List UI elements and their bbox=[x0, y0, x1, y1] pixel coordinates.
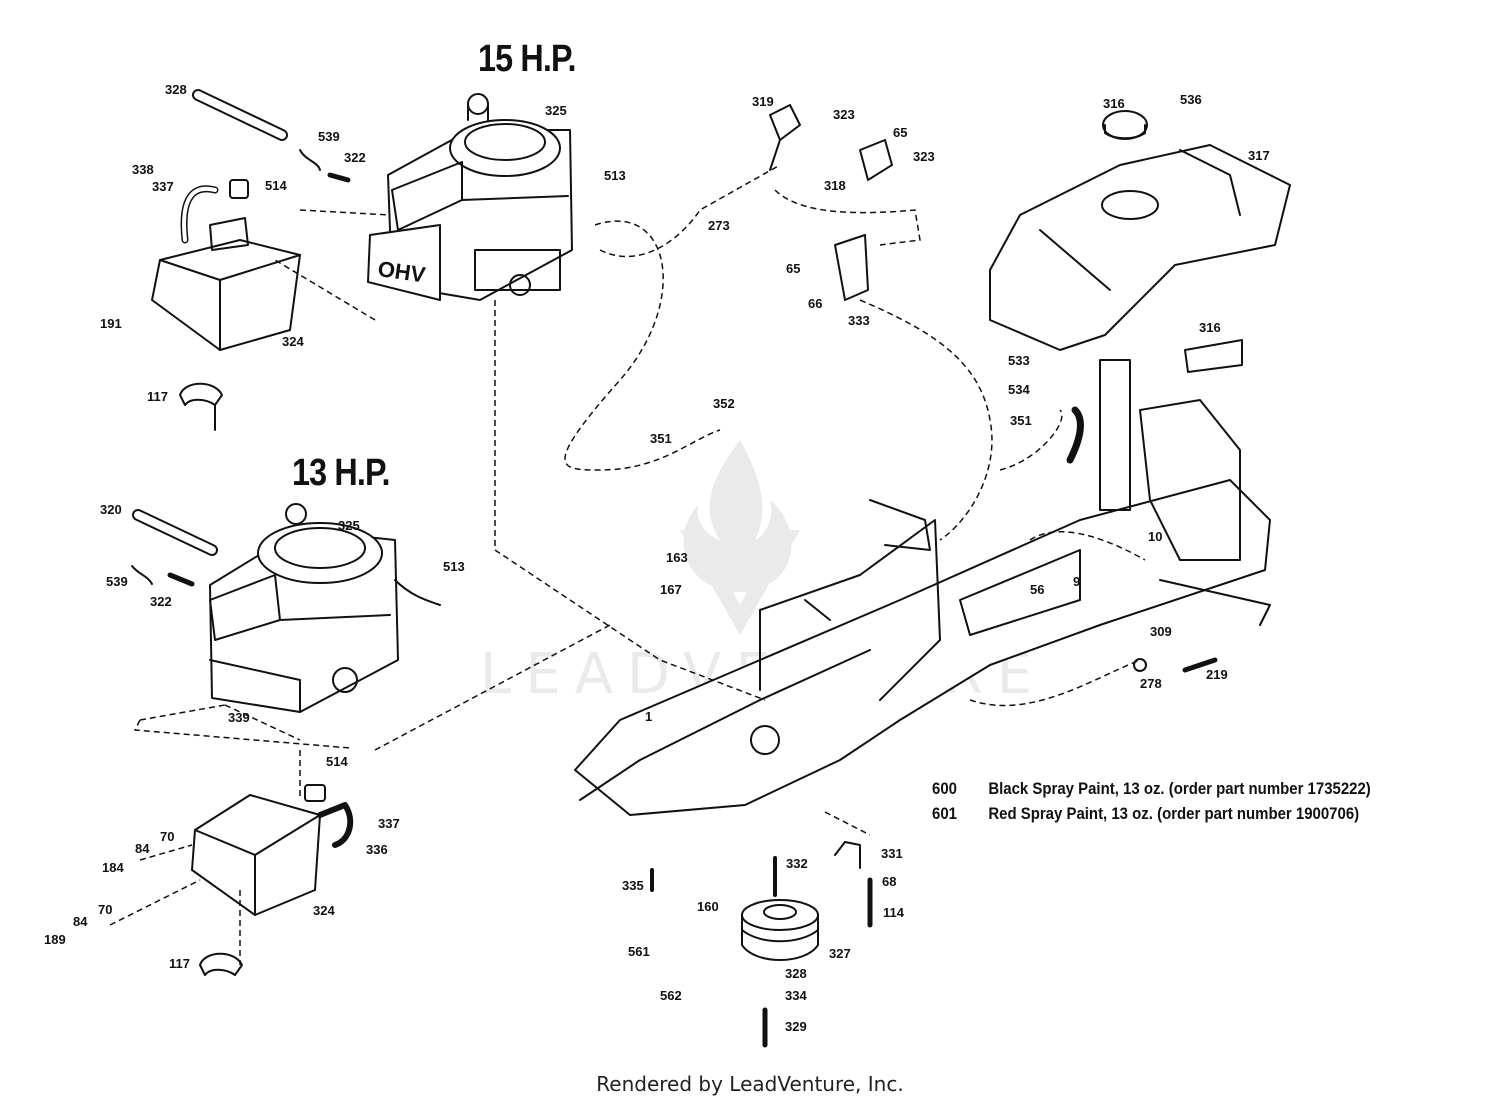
callout-117: 117 bbox=[147, 389, 168, 404]
callout-325: 325 bbox=[338, 518, 360, 533]
callout-329: 329 bbox=[785, 1019, 807, 1034]
callout-84: 84 bbox=[135, 841, 150, 856]
callout-70: 70 bbox=[98, 902, 112, 917]
footer-credit: Rendered by LeadVenture, Inc. bbox=[596, 1072, 904, 1096]
callout-513: 513 bbox=[604, 168, 626, 183]
callout-114: 114 bbox=[883, 905, 905, 920]
engine-13hp bbox=[209, 503, 441, 713]
callout-352: 352 bbox=[713, 396, 735, 411]
callout-539: 539 bbox=[318, 129, 340, 144]
callout-539: 539 bbox=[106, 574, 128, 589]
callout-167: 167 bbox=[660, 582, 682, 597]
callout-327: 327 bbox=[829, 946, 851, 961]
callout-324: 324 bbox=[313, 903, 335, 918]
note-text: Black Spray Paint, 13 oz. (order part nu… bbox=[988, 779, 1371, 798]
clamp-117 bbox=[179, 382, 223, 406]
callout-70: 70 bbox=[160, 829, 174, 844]
callout-318: 318 bbox=[824, 178, 846, 193]
callout-319: 319 bbox=[752, 94, 774, 109]
callout-351: 351 bbox=[650, 431, 672, 446]
muffler-13hp bbox=[191, 784, 354, 916]
callout-332: 332 bbox=[786, 856, 808, 871]
pto-clutch bbox=[741, 899, 819, 961]
callout-189: 189 bbox=[44, 932, 66, 947]
callout-333: 333 bbox=[848, 313, 870, 328]
callout-323: 323 bbox=[913, 149, 935, 164]
callout-323: 323 bbox=[833, 107, 855, 122]
callout-335: 335 bbox=[622, 878, 644, 893]
callout-1: 1 bbox=[645, 709, 652, 724]
callout-514: 514 bbox=[326, 754, 348, 769]
mower-frame bbox=[574, 359, 1271, 816]
callout-339: 339 bbox=[228, 710, 250, 725]
callout-320: 320 bbox=[100, 502, 122, 517]
title-15hp: 15 H.P. bbox=[478, 38, 576, 80]
callout-273: 273 bbox=[708, 218, 730, 233]
callout-322: 322 bbox=[344, 150, 366, 165]
note-code: 600 bbox=[932, 779, 957, 798]
callout-56: 56 bbox=[1030, 582, 1044, 597]
callout-328: 328 bbox=[785, 966, 807, 981]
callout-9: 9 bbox=[1073, 574, 1080, 589]
note-600: 600 Black Spray Paint, 13 oz. (order part… bbox=[932, 779, 1371, 799]
callout-337: 337 bbox=[378, 816, 400, 831]
callout-68: 68 bbox=[882, 874, 896, 889]
muffler-15hp bbox=[151, 185, 301, 351]
note-text: Red Spray Paint, 13 oz. (order part numb… bbox=[988, 804, 1360, 823]
callout-331: 331 bbox=[881, 846, 903, 861]
callout-65: 65 bbox=[893, 125, 907, 140]
callout-536: 536 bbox=[1180, 92, 1202, 107]
callout-334: 334 bbox=[785, 988, 807, 1003]
clamp-117b bbox=[199, 952, 243, 976]
callout-309: 309 bbox=[1150, 624, 1172, 639]
callout-513: 513 bbox=[443, 559, 465, 574]
callout-316: 316 bbox=[1199, 320, 1221, 335]
callout-337: 337 bbox=[152, 179, 174, 194]
callout-184: 184 bbox=[102, 860, 124, 875]
title-13hp: 13 H.P. bbox=[292, 452, 390, 494]
callout-562: 562 bbox=[660, 988, 682, 1003]
callout-514: 514 bbox=[265, 178, 287, 193]
callout-316: 316 bbox=[1103, 96, 1125, 111]
note-601: 601 Red Spray Paint, 13 oz. (order part n… bbox=[932, 804, 1359, 824]
callout-324: 324 bbox=[282, 334, 304, 349]
callout-117: 117 bbox=[169, 956, 190, 971]
callout-561: 561 bbox=[628, 944, 650, 959]
callout-163: 163 bbox=[666, 550, 688, 565]
callout-labels: 328 539 325 338 322 337 514 513 191 324 117 319 323 6… bbox=[44, 82, 1270, 1034]
callout-328: 328 bbox=[165, 82, 187, 97]
callout-191: 191 bbox=[100, 316, 122, 331]
note-code: 601 bbox=[932, 804, 957, 823]
fuel-tank bbox=[989, 144, 1291, 351]
callout-65: 65 bbox=[786, 261, 800, 276]
engine-15hp bbox=[367, 93, 573, 301]
callout-338: 338 bbox=[132, 162, 154, 177]
callout-160: 160 bbox=[697, 899, 719, 914]
callout-533: 533 bbox=[1008, 353, 1030, 368]
callout-278: 278 bbox=[1140, 676, 1162, 691]
callout-10: 10 bbox=[1148, 529, 1162, 544]
callout-325: 325 bbox=[545, 103, 567, 118]
plug-322 bbox=[327, 172, 351, 183]
callout-84: 84 bbox=[73, 914, 88, 929]
gasket-514 bbox=[229, 179, 249, 199]
callout-219: 219 bbox=[1206, 667, 1228, 682]
fuel-filter-316 bbox=[1184, 339, 1243, 373]
callout-322: 322 bbox=[150, 594, 172, 609]
callout-534: 534 bbox=[1008, 382, 1030, 397]
callout-66: 66 bbox=[808, 296, 822, 311]
callout-317: 317 bbox=[1248, 148, 1270, 163]
callout-336: 336 bbox=[366, 842, 388, 857]
callout-351: 351 bbox=[1010, 413, 1032, 428]
watermark-logo-icon bbox=[680, 440, 800, 635]
